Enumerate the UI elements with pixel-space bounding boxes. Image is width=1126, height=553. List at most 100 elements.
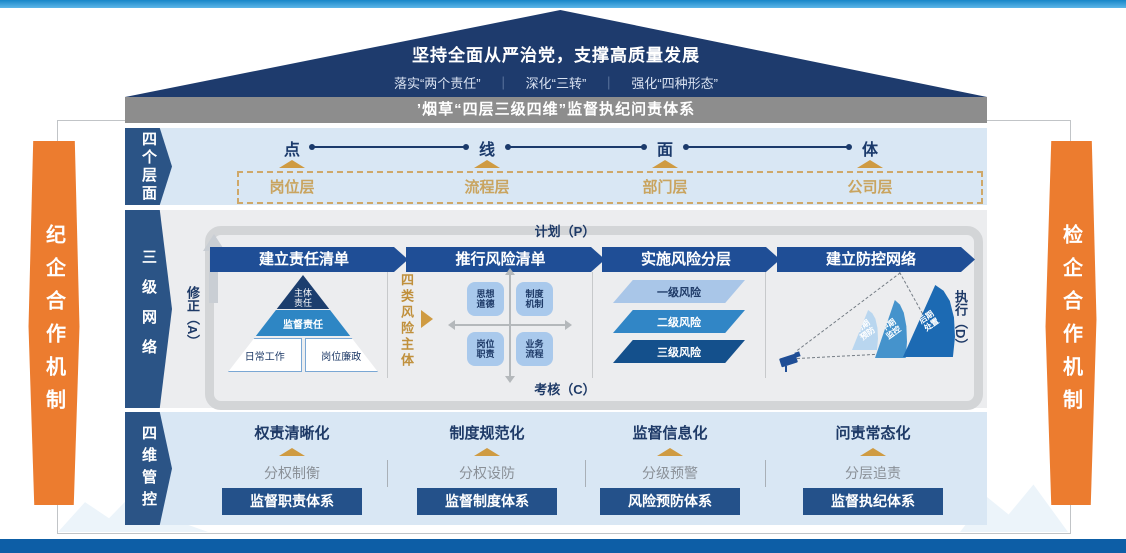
section-divider [387, 272, 388, 378]
roof: 坚持全面从严治党，支撑高质量发展 落实“两个责任” ｜ 深化“三转” ｜ 强化“四种形态… [125, 10, 987, 97]
quadrant-ideology: 思想道德 [467, 282, 504, 316]
node-face: 面 [656, 142, 674, 159]
dim-title-4: 问责常态化 [835, 425, 911, 442]
gold-arrow-up-icon [474, 448, 500, 456]
fan-late-disposal: 后期处置 [903, 285, 955, 357]
gold-arrow-up-icon [657, 448, 683, 456]
row-label-four-levels: 四个层面 [125, 128, 172, 205]
camera-icon-base [785, 366, 787, 372]
quadrant-label: 岗位职责 [476, 339, 495, 359]
step-risk-layering: 实施风险分层 [602, 247, 780, 272]
level-department: 部门层 [642, 179, 688, 196]
system-badge-risk-prevention: 风险预防体系 [600, 488, 740, 515]
quadrant-business-process: 业务流程 [516, 332, 553, 366]
pyramid-top-label: 主体责任 [293, 287, 312, 308]
dim-mechanism-4: 分层追责 [845, 465, 901, 481]
fan-mid-monitoring: 中期监控 [875, 300, 907, 358]
dim-title-3: 监督信息化 [632, 425, 708, 442]
pdca-act: 修正（A） [185, 286, 200, 348]
roof-separator: ｜ [496, 76, 510, 91]
pdca-frame [205, 226, 983, 410]
gold-arrow-up-icon [279, 160, 305, 168]
risk-quadrant: 思想道德 制度机制 岗位职责 业务流程 [448, 268, 573, 383]
row-four-levels: 四个层面 点 线 面 体 岗位层 流程层 部门层 公司层 [125, 128, 987, 205]
act-up-arrow-icon [202, 234, 225, 251]
node-connector [683, 144, 852, 150]
system-title: ’烟草“四层三级四维”监督执纪问责体系 [416, 101, 696, 118]
control-network-fan: 前期预防 中期监控 后期处置 [779, 260, 965, 385]
roof-title: 坚持全面从严治党，支撑高质量发展 [412, 46, 700, 65]
bottom-accent-bar [0, 539, 1126, 553]
risk-level-2: 二级风险 [613, 310, 745, 333]
node-connector [309, 144, 469, 150]
roof-sub-item-3: 强化“四种形态” [631, 76, 719, 91]
column-divider [765, 460, 766, 487]
dim-mechanism-3: 分级预警 [642, 465, 698, 481]
row-label-text: 四维管控 [140, 424, 157, 513]
row-label-text: 四个层面 [140, 130, 157, 203]
column-divider [585, 460, 586, 487]
pillar-left-label: 纪企合作机制 [42, 224, 65, 422]
pillar-right-label: 检企合作机制 [1059, 224, 1082, 422]
roof-sub-item-2: 深化“三转” [525, 76, 587, 91]
axis-arrow-left-icon [448, 320, 455, 330]
risk-levels: 一级风险 二级风险 三级风险 [605, 276, 765, 376]
camera-icon-lens [794, 351, 801, 358]
levels-dashed-box [237, 171, 983, 204]
step-control-network: 建立防控网络 [777, 247, 975, 272]
quadrant-label: 制度机制 [525, 289, 544, 309]
quadrant-post-duty: 岗位职责 [467, 332, 504, 366]
quadrant-h-axis [455, 324, 567, 326]
fan-label: 中期监控 [879, 317, 903, 341]
step-risk-list: 推行风险清单 [406, 247, 605, 272]
node-body: 体 [861, 142, 879, 159]
gold-arrow-right-icon [421, 310, 433, 328]
pdca-do: 执行（D） [953, 290, 968, 352]
dim-title-2: 制度规范化 [449, 425, 525, 442]
row-three-level-network: 三级网络 计划（P） 考核（C） 修正（A） 执行（D） 建立责任清单 推行风险… [125, 210, 987, 410]
system-badge-discipline: 监督执纪体系 [803, 488, 943, 515]
system-title-bar: ’烟草“四层三级四维”监督执纪问责体系 [125, 97, 987, 123]
dim-title-1: 权责清晰化 [254, 425, 330, 442]
gold-arrow-up-icon [860, 448, 886, 456]
risk-subject-label: 四类风险主体 [399, 273, 414, 369]
fan-label: 前期预防 [853, 318, 877, 342]
roof-sub-item-1: 落实“两个责任” [393, 76, 481, 91]
risk-level-3: 三级风险 [613, 340, 745, 363]
pillar-left: 纪企合作机制 [28, 141, 80, 505]
axis-arrow-down-icon [505, 376, 515, 383]
row-four-dim-control: 四维管控 权责清晰化 制度规范化 监督信息化 问责常态化 分权制衡 分权设防 分… [125, 412, 987, 525]
top-accent-bar [0, 0, 1126, 8]
node-point: 点 [283, 142, 301, 159]
dim-mechanism-1: 分权制衡 [264, 465, 320, 481]
level-post: 岗位层 [269, 179, 315, 196]
pdca-check: 考核（C） [534, 382, 596, 397]
quadrant-label: 业务流程 [525, 339, 544, 359]
gold-arrow-up-icon [857, 160, 883, 168]
gold-arrow-up-icon [652, 160, 678, 168]
section-divider [765, 272, 766, 378]
axis-arrow-right-icon [565, 320, 572, 330]
quadrant-label: 思想道德 [476, 289, 495, 309]
quadrant-v-axis [509, 274, 511, 378]
act-up-arrow-shaft [209, 250, 218, 303]
column-divider [387, 460, 388, 487]
pdca-plan: 计划（P） [534, 224, 596, 239]
row-label-text: 三级网络 [140, 249, 157, 369]
quadrant-institution: 制度机制 [516, 282, 553, 316]
row-label-four-dim-control: 四维管控 [125, 412, 172, 525]
roof-separator: ｜ [602, 76, 616, 91]
axis-arrow-up-icon [505, 268, 515, 275]
dim-mechanism-2: 分权设防 [459, 465, 515, 481]
node-connector [505, 144, 647, 150]
level-company: 公司层 [847, 179, 893, 196]
step-responsibility-list: 建立责任清单 [210, 247, 408, 272]
gold-arrow-up-icon [474, 160, 500, 168]
gold-arrow-up-icon [279, 448, 305, 456]
fan-early-prevention: 前期预防 [852, 310, 878, 350]
level-process: 流程层 [464, 179, 510, 196]
system-badge-institution: 监督制度体系 [417, 488, 557, 515]
roof-subtitle: 落实“两个责任” ｜ 深化“三转” ｜ 强化“四种形态” [125, 73, 987, 92]
row-label-three-level-network: 三级网络 [125, 210, 172, 408]
